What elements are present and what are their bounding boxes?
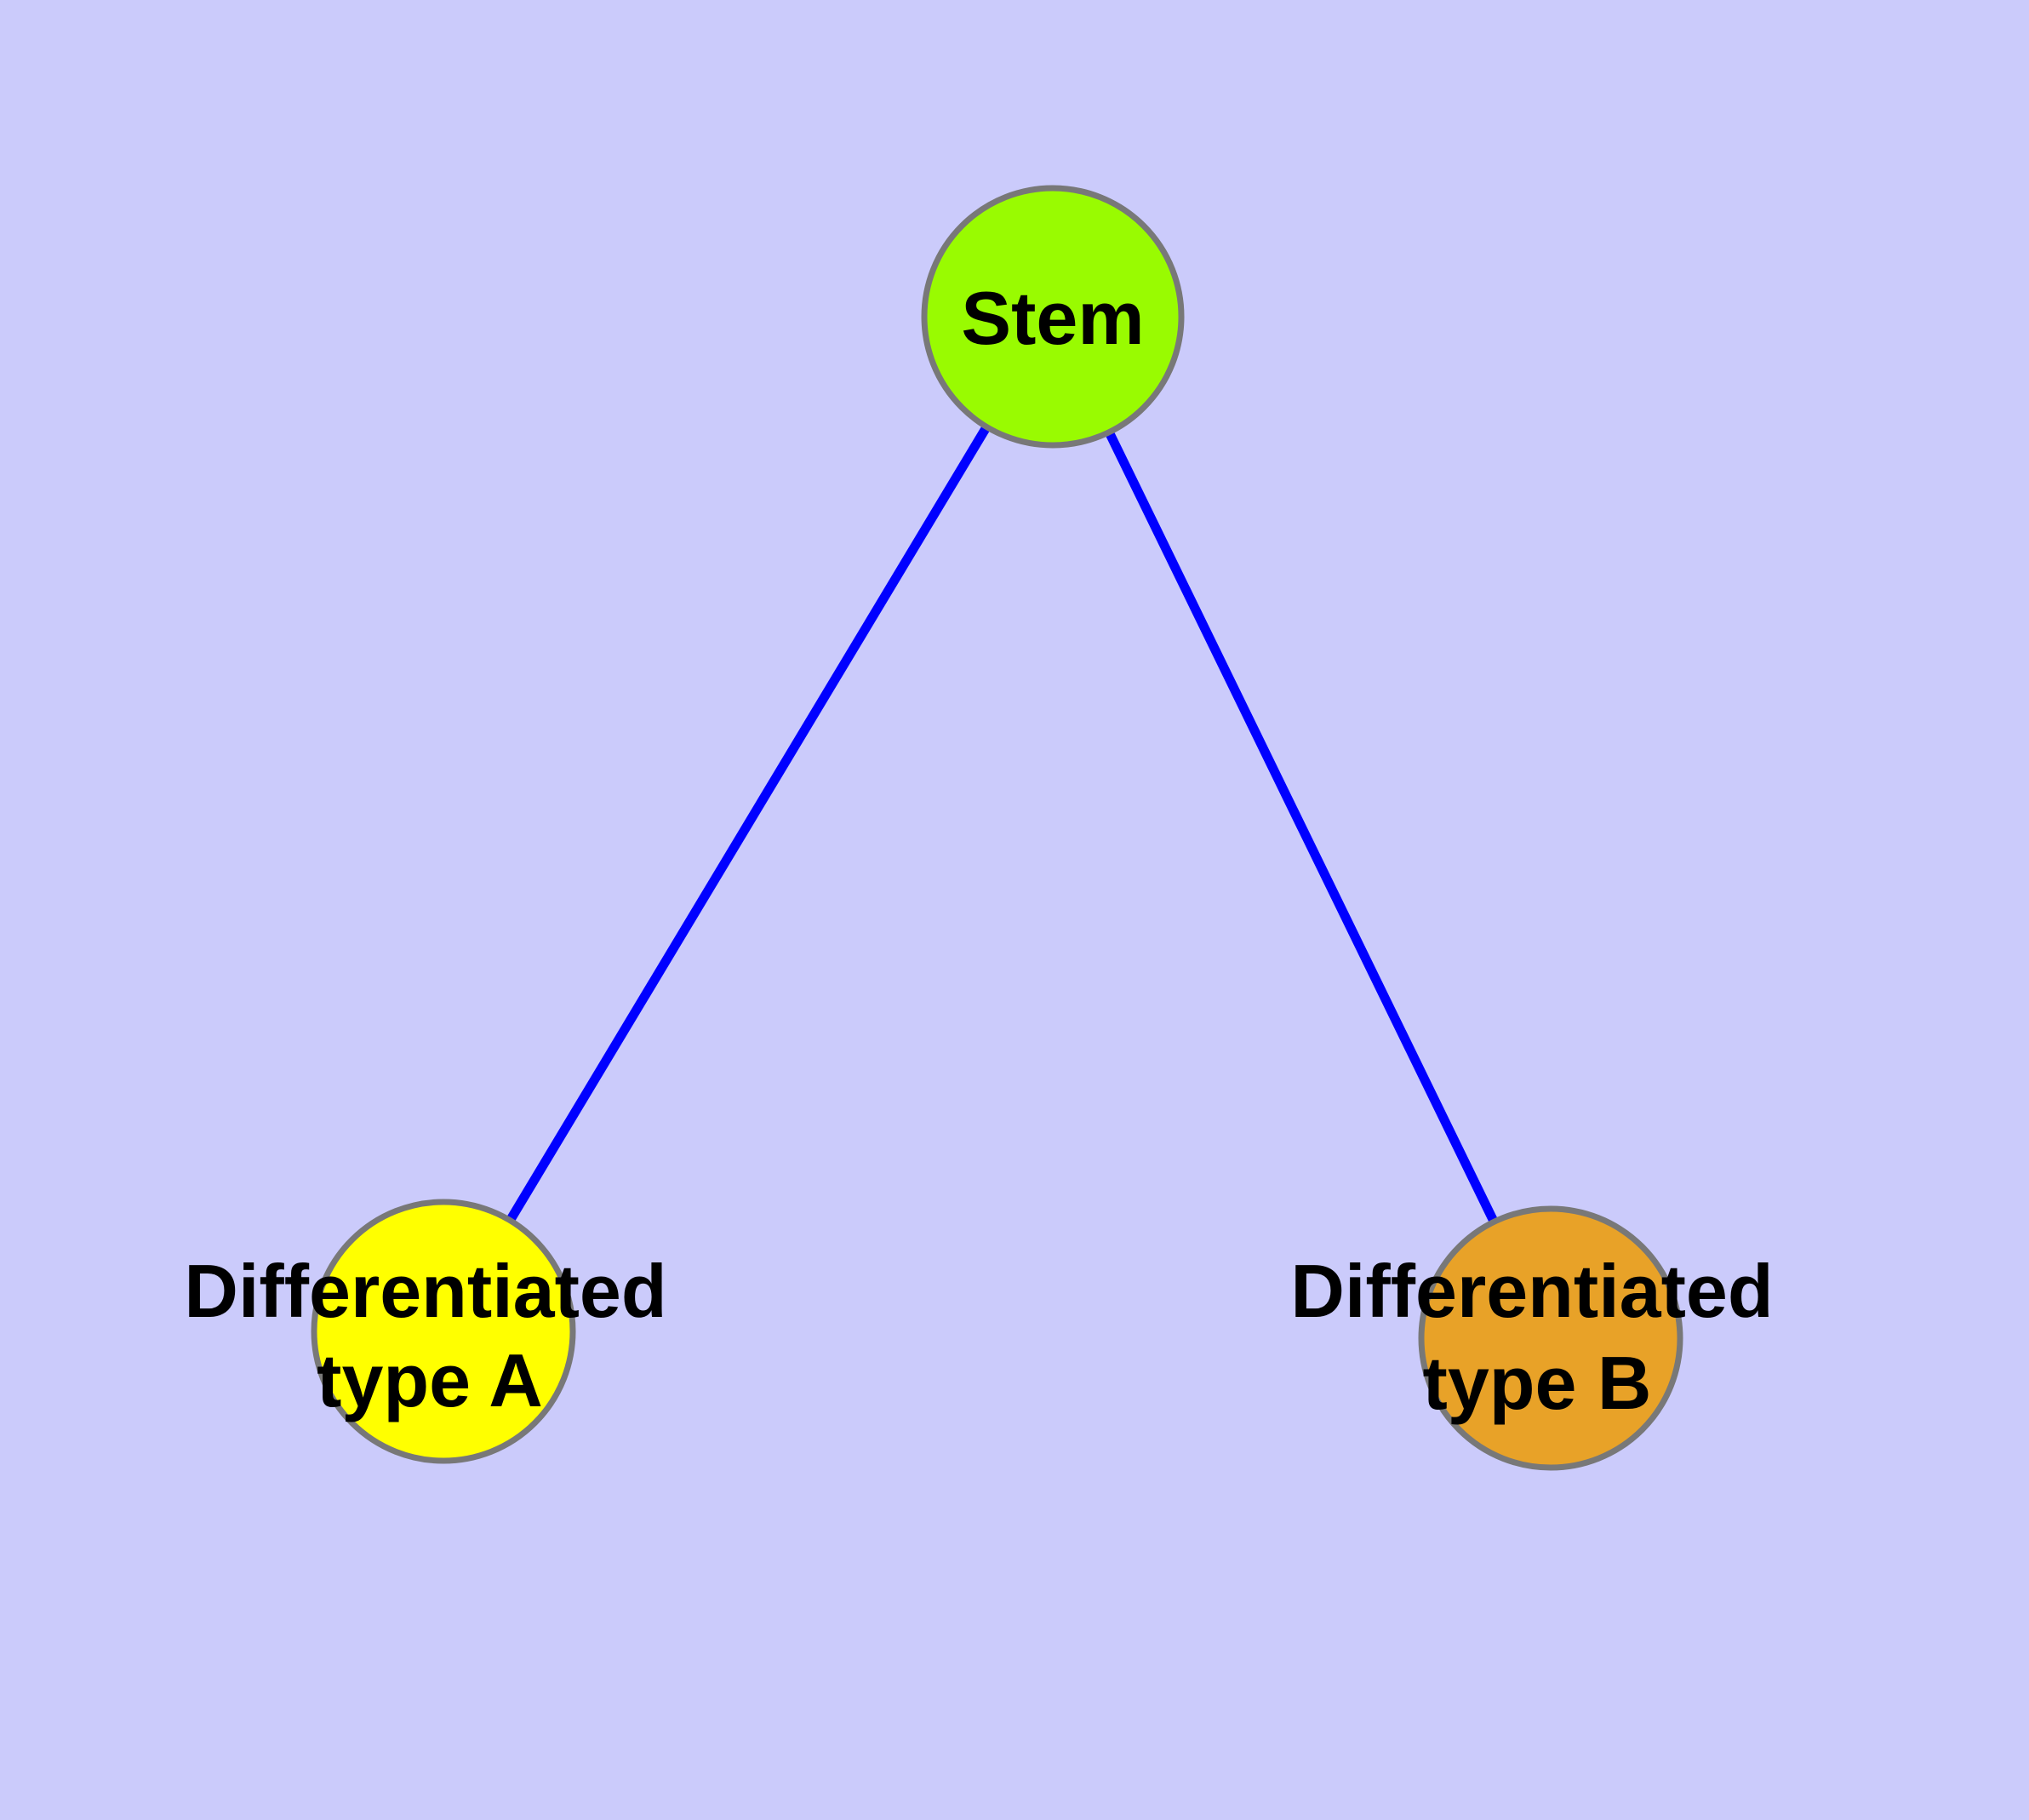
node-differentiated-type-b xyxy=(1418,1205,1683,1471)
edge-stem-to-type-b xyxy=(1049,314,1555,1341)
edge-stem-to-type-a xyxy=(439,314,1057,1334)
node-type-b-label-line-2: type B xyxy=(1423,1341,1652,1425)
node-stem xyxy=(921,185,1185,449)
node-type-a-label-line-1: Differentiated xyxy=(184,1249,666,1333)
node-type-b-label-line-1: Differentiated xyxy=(1290,1249,1773,1333)
node-type-a-label-line-2: type A xyxy=(317,1338,543,1422)
node-stem-label: Stem xyxy=(961,276,1144,360)
node-differentiated-type-a xyxy=(311,1199,576,1464)
